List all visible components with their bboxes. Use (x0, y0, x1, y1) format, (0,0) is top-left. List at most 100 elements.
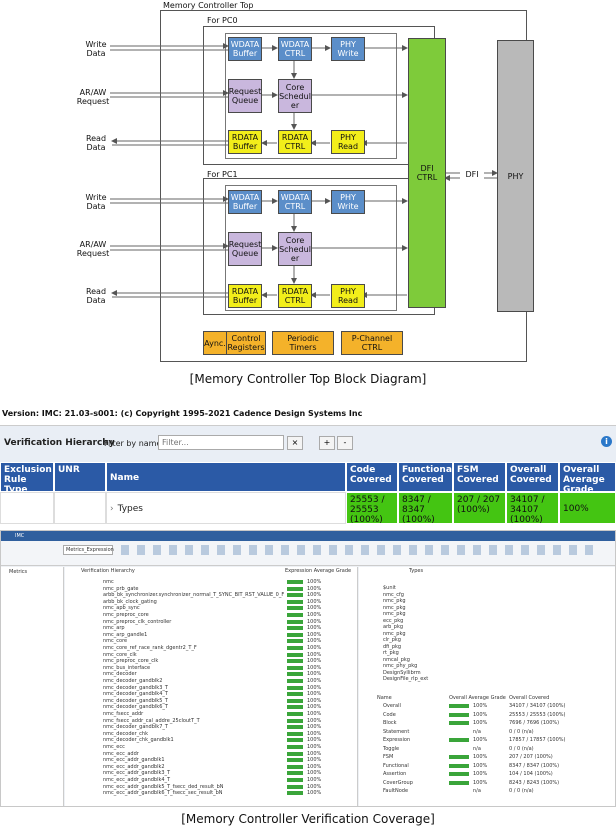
expand-button[interactable]: + (319, 436, 335, 450)
tree-row-label: nmc_ecc (103, 744, 125, 750)
metric-grade: 100% (473, 703, 488, 709)
expand-arrow-icon[interactable]: › (110, 504, 114, 514)
metric-name[interactable]: Expression (383, 737, 411, 743)
file-row[interactable]: dfi_pkg (383, 643, 402, 650)
tree-row-label: nmc_ecc_addr_gandblk3_T (103, 770, 171, 777)
metric-bar (449, 780, 469, 785)
metric-name[interactable]: CoverGroup (383, 779, 413, 786)
metric-name[interactable]: Overall (383, 703, 401, 709)
filter-clear-button[interactable]: × (287, 436, 303, 450)
tree-row-label: nmc_ecc_addr_gandblk2 (103, 763, 165, 770)
metrics-tab[interactable]: Metrics (9, 569, 28, 575)
tree-row-label: nmc_ecc_addr_gandblk5_T_fsecc_ded_result… (103, 783, 224, 790)
metric-bar (449, 721, 469, 725)
metric-grade: n/a (473, 728, 481, 735)
pc0-rdata-buffer: RDATA Buffer (228, 130, 262, 154)
file-row[interactable]: nmc_pkg (383, 598, 406, 604)
file-row[interactable]: nmc_pkg (383, 630, 406, 637)
file-row[interactable]: nmc_cfg (383, 591, 404, 598)
grade-bar (287, 646, 303, 650)
header-overall: Overall Covered (506, 462, 559, 492)
metric-name[interactable]: Statement (383, 728, 410, 735)
tree-row[interactable]: arbb_bk_synchronizer.synchronizer_normal… (65, 592, 357, 598)
metric-name[interactable]: FaultNode (383, 788, 409, 794)
filter-input[interactable] (158, 435, 284, 450)
metrics-dropdown-value: Metrics_Expression (66, 547, 114, 553)
file-row[interactable]: $unit (383, 585, 396, 591)
collapse-button[interactable]: - (337, 436, 353, 450)
metric-name[interactable]: Assertion (383, 771, 407, 777)
file-row[interactable]: nmcal_pkg (383, 656, 410, 663)
grade-bar (287, 771, 303, 776)
file-row[interactable]: nmc_pkg (383, 604, 406, 611)
file-row[interactable]: rt_pkg (383, 650, 399, 656)
info-icon[interactable]: i (601, 436, 612, 447)
tree-row-label: nmc (103, 579, 114, 585)
pc0-request-queue: Request Queue (228, 79, 262, 113)
metric-name[interactable]: Toggle (383, 745, 400, 752)
grade-value: 100% (307, 612, 322, 618)
file-row[interactable]: arb_pkg (383, 624, 404, 630)
tree-row[interactable]: nmc_ecc_addr_gandblk5_T_fsecc_ded_result… (65, 784, 357, 790)
pc1-wdata-buffer: WDATA Buffer (228, 190, 262, 214)
grade-bar (287, 593, 303, 598)
pchannel-ctrl: P-Channel CTRL (341, 331, 403, 355)
metric-name[interactable]: FSM (383, 754, 394, 760)
file-row[interactable]: nmc_pkg (383, 611, 406, 617)
grade-value: 100% (307, 684, 322, 691)
metric-covered: 34107 / 34107 (100%) (509, 703, 566, 709)
metrics-dropdown[interactable]: Metrics_Expression (63, 545, 114, 555)
grade-value: 100% (307, 790, 322, 797)
row-name-cell[interactable]: ›Types (106, 492, 346, 524)
metric-name[interactable]: Block (383, 720, 397, 726)
metric-grade: 100% (473, 711, 488, 718)
tree-row-label: nmc_core_clk (103, 651, 137, 658)
file-row[interactable]: ecc_pkg (383, 617, 404, 624)
grade-value: 100% (307, 691, 322, 698)
grade-value: 100% (307, 585, 322, 592)
metric-covered: 0 / 0 (n/a) (509, 728, 534, 735)
grade-bar (287, 613, 303, 617)
metric-name[interactable]: Code (383, 711, 396, 718)
file-row[interactable]: clr_pkg (383, 637, 401, 643)
metric-bar (449, 704, 469, 708)
tree-row[interactable]: nmc_ecc_addr_gandblk6_T_fsecc_sec_result… (65, 790, 357, 796)
file-row[interactable]: nmc_phy_pkg (383, 663, 418, 669)
file-row[interactable]: DesignFile_rlp_ext (383, 676, 429, 682)
metric-name[interactable]: Functional (383, 762, 409, 769)
file-row[interactable]: DesignSyllibrm (383, 669, 421, 676)
grade-bar (287, 659, 303, 664)
types-header: Types (409, 568, 424, 574)
